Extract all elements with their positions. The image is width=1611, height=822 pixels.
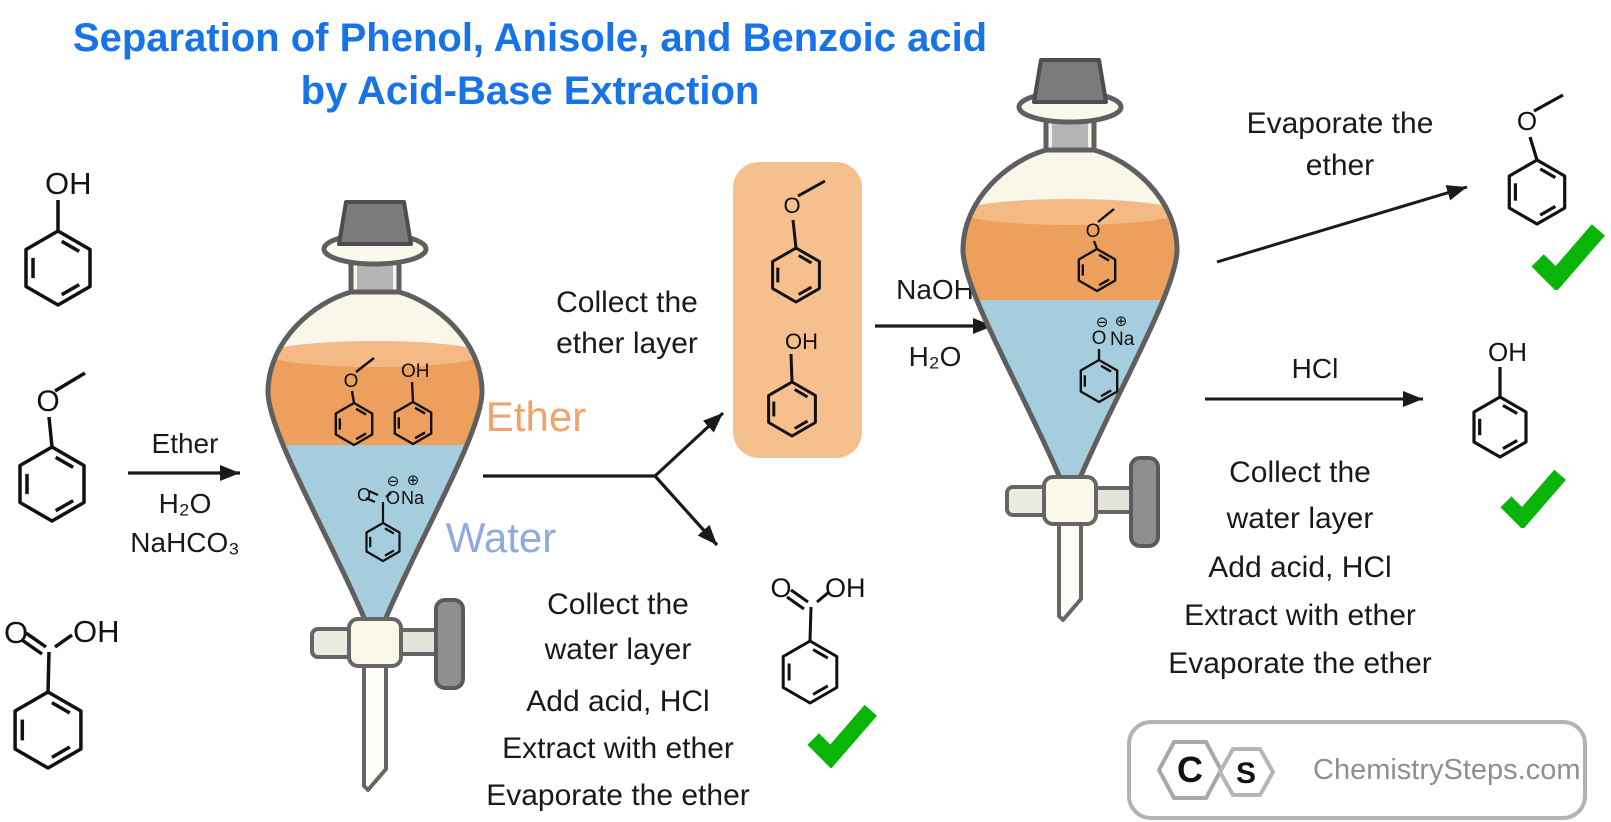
evaporate-arrow <box>1216 185 1468 264</box>
hydroxyl-label: OH <box>45 166 92 201</box>
caption-line: Add acid, HCl <box>526 685 710 718</box>
ether-layer-1 <box>268 352 482 447</box>
stopcock-body <box>347 617 403 668</box>
success-check-icon <box>1500 469 1566 528</box>
funnel-stem <box>362 664 388 792</box>
hcl-reaction-arrow <box>1205 391 1423 407</box>
step2-reagent-top: NaOH <box>896 274 974 305</box>
water-layer-label: Water <box>445 514 557 561</box>
collect-ether-caption: Collect the ether layer <box>527 282 727 364</box>
sodium-label: Na <box>401 488 425 508</box>
caption-line: Extract with ether <box>502 732 734 765</box>
step2-reaction-arrow <box>875 318 993 334</box>
plus-charge: ⊕ <box>407 472 420 489</box>
anisole-in-box: O <box>771 179 826 304</box>
minus-charge: ⊖ <box>1096 314 1109 331</box>
funnel-stopper <box>1032 58 1108 104</box>
carbonyl-oxygen-label: O <box>770 573 791 603</box>
hydroxyl-label: OH <box>785 329 818 354</box>
ether-oxygen-label: O <box>1517 106 1537 136</box>
ether-oxygen-label: O <box>1086 221 1101 242</box>
collected-ether-box <box>733 162 862 458</box>
step1-reagent-base: NaHCO₃ <box>130 527 240 558</box>
carbonyl-oxygen-label: O <box>4 615 28 650</box>
caption-line: water layer <box>1226 502 1374 535</box>
logo-site-text: ChemistrySteps.com <box>1313 753 1581 786</box>
evaporate-ether-caption: Evaporate the ether <box>1215 103 1465 187</box>
funnel-stopper <box>337 200 413 246</box>
caption-line: water layer <box>544 633 692 666</box>
success-check-icon <box>1531 224 1605 290</box>
ether-oxygen-label: O <box>783 193 800 218</box>
logo-hexagons-icon: C S <box>1157 740 1276 800</box>
stopcock-body <box>1042 475 1098 526</box>
sodium-benzoate-in-water: ⊖ ⊕ O O Na <box>357 472 425 563</box>
caption-line: Evaporate the ether <box>1168 647 1432 680</box>
hexagon-c-icon <box>1157 740 1224 800</box>
benzene-ring <box>18 445 86 523</box>
anisole-product-structure: O <box>1507 93 1567 226</box>
anion-oxygen-label: O <box>1092 328 1107 349</box>
carbonyl-oxygen-label: O <box>357 485 371 505</box>
hydroxyl-label: OH <box>825 573 866 603</box>
hydroxyl-label: OH <box>401 361 430 382</box>
collect-water-bottom-caption: Collect the water layer <box>468 582 768 672</box>
title-line-2: by Acid-Base Extraction <box>300 69 760 113</box>
split-arrow <box>483 411 725 547</box>
caption-line: Collect the <box>1229 456 1371 489</box>
stopcock-handle <box>1129 456 1160 548</box>
sodium-phenoxide-in-water: ⊖ ⊕ O Na <box>1079 313 1135 404</box>
phenol-product-structure: OH <box>1472 337 1528 459</box>
collect-water-right-caption: Collect the water layer <box>1150 450 1450 542</box>
phenol-in-ether-1: OH <box>393 361 433 446</box>
hydroxyl-label: OH <box>73 614 120 649</box>
sodium-label: Na <box>1110 329 1135 350</box>
caption-line: ether layer <box>556 327 698 360</box>
step1-reaction-arrow <box>128 465 240 481</box>
benzene-ring <box>13 690 83 770</box>
caption-line: Add acid, HCl <box>1208 551 1392 584</box>
funnel-stem <box>1057 522 1083 622</box>
phenol-in-box: OH <box>767 329 818 438</box>
benzoic-acid-product-structure: O OH <box>770 573 866 705</box>
anisole-in-ether-1: O <box>334 357 375 447</box>
caption-line: Evaporate the <box>1246 107 1434 140</box>
benzoic-acid-structure-start: O OH <box>4 614 120 770</box>
caption-line: Extract with ether <box>1184 599 1416 632</box>
anisole-structure-start: O <box>18 371 86 523</box>
hexagon-s-icon <box>1217 747 1276 797</box>
hcl-reagent-label: HCl <box>1291 353 1339 384</box>
collected-ether-molecules: O OH <box>767 179 826 438</box>
caption-line: ether <box>1305 149 1375 182</box>
ether-layer-label: Ether <box>485 393 587 440</box>
hydroxyl-label: OH <box>1488 337 1527 367</box>
ether-oxygen-label: O <box>36 385 59 418</box>
title-line-1: Separation of Phenol, Anisole, and Benzo… <box>72 16 988 60</box>
success-check-icon <box>807 704 878 768</box>
stopcock-handle <box>434 598 465 690</box>
phenol-structure-start: OH <box>24 166 92 307</box>
minus-charge: ⊖ <box>387 473 400 490</box>
caption-line: Collect the <box>547 588 689 621</box>
separatory-funnel-1: O OH ⊖ ⊕ O O Na <box>265 200 485 792</box>
logo-letter-c: C <box>1177 749 1203 790</box>
benzene-ring <box>24 229 92 307</box>
plus-charge: ⊕ <box>1115 313 1128 330</box>
step1-reagent-top: Ether <box>151 428 219 459</box>
separatory-funnel-2: O ⊖ ⊕ O Na <box>960 58 1180 622</box>
caption-line: Evaporate the ether <box>486 779 750 812</box>
caption-line: Collect the <box>556 286 698 319</box>
acidify-bottom-caption: Add acid, HCl Extract with ether Evapora… <box>468 678 768 819</box>
anisole-in-ether-2: O <box>1077 208 1117 293</box>
diagram-title: Separation of Phenol, Anisole, and Benzo… <box>40 12 1020 118</box>
logo-letter-s: S <box>1236 757 1256 790</box>
acidify-right-caption: Add acid, HCl Extract with ether Evapora… <box>1150 544 1450 688</box>
ether-oxygen-label: O <box>344 371 359 392</box>
chemistrysteps-logo: C S ChemistrySteps.com <box>1127 720 1587 820</box>
step1-reagent-solvent: H₂O <box>158 488 212 519</box>
anion-oxygen-label: O <box>386 488 400 508</box>
step2-reagent-solvent: H₂O <box>908 341 962 372</box>
